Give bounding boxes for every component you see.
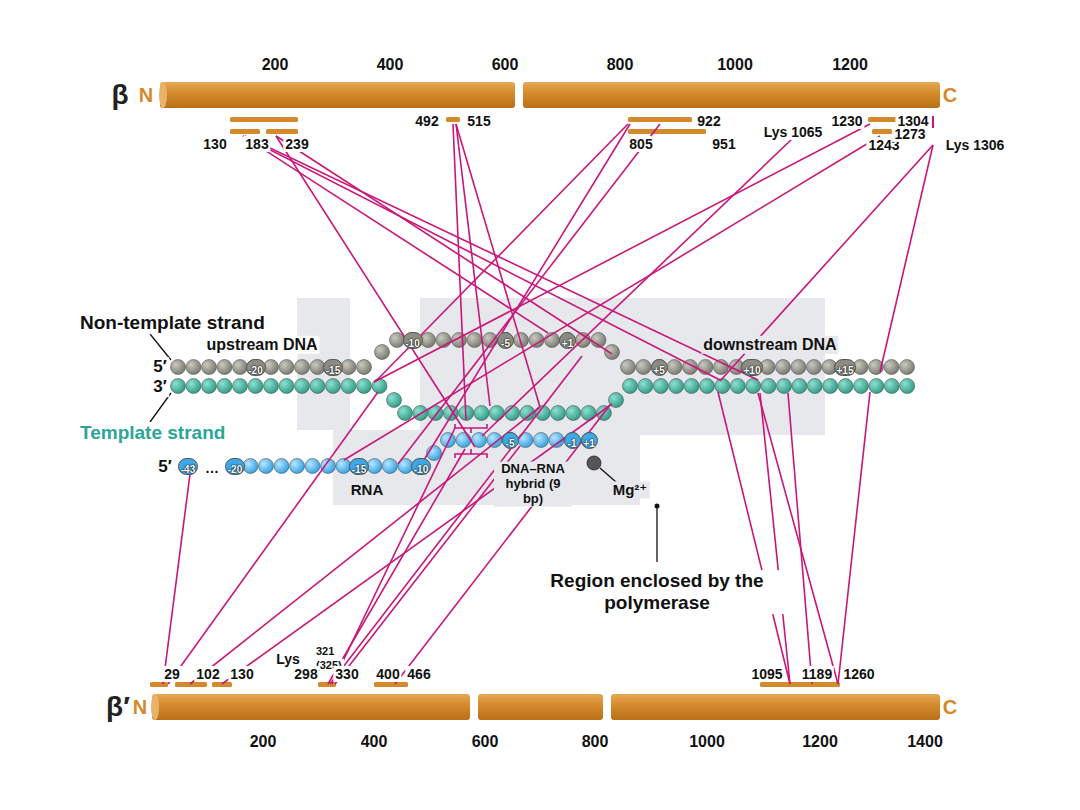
scale-number: 1200 (830, 56, 870, 74)
scale-number: 1000 (715, 56, 755, 74)
nucleotide-bead: +5 (651, 359, 668, 376)
scale-number: 800 (605, 56, 636, 74)
nucleotide-bead: -5 (502, 432, 519, 449)
position-number: +5 (653, 363, 664, 378)
nucleotide-bead: -15 (349, 458, 369, 475)
ellipsis: … (203, 460, 221, 476)
residue-number: 298 (292, 666, 319, 682)
nucleotide-bead: -10 (411, 458, 431, 475)
nucleotide-beads (171, 333, 915, 474)
strand-label: Template strand (78, 422, 227, 444)
residue-number: 1230 (829, 113, 864, 129)
scale-number: 400 (375, 56, 406, 74)
beta-prime-subunit-bar: β′N C (104, 688, 964, 724)
nucleotide-bead: -20 (246, 359, 266, 376)
position-number: -10 (405, 336, 419, 351)
residue-number: 330 (333, 666, 360, 682)
residue-number: 1273 (892, 126, 927, 142)
residue-number: 515 (465, 113, 492, 129)
residue-number: 1095 (749, 666, 784, 682)
beta-subunit-bar: βN C (108, 78, 958, 112)
position-number: -5 (501, 336, 510, 351)
residue-number: 321 (314, 645, 336, 658)
residue-number: 922 (695, 113, 722, 129)
terminus-label: N (139, 85, 153, 105)
residue-number: 29 (162, 666, 182, 682)
scale-number: 600 (490, 56, 521, 74)
nucleotide-bead: -20 (225, 458, 245, 475)
nucleotide-bead: -43 (178, 458, 198, 475)
position-number: -43 (181, 462, 195, 477)
scale-number: 400 (359, 733, 390, 751)
nucleotide-bead: +1 (559, 332, 576, 349)
residue-number: 805 (627, 136, 654, 152)
scale-number: 200 (260, 56, 291, 74)
callout-label: Region enclosed by the polymerase (530, 570, 784, 614)
scale-number: 800 (580, 733, 611, 751)
nucleotide-bead: +10 (741, 359, 763, 376)
scale-number: 1200 (800, 733, 840, 751)
hybrid-label: DNA–RNA hybrid (9 bp) (494, 462, 572, 507)
position-number: -20 (248, 363, 262, 378)
molecule-label: RNA (349, 481, 386, 498)
crosslink-lines (163, 124, 933, 684)
position-number: -5 (506, 436, 515, 451)
residue-number: 492 (413, 113, 440, 129)
scale-number: 1400 (905, 733, 945, 751)
ion-label: Mg²⁺ (611, 481, 650, 498)
strand-label: Non-template strand (78, 312, 267, 334)
position-number: +15 (837, 363, 854, 378)
nucleotide-bead: -15 (323, 359, 343, 376)
subunit-cylinder (104, 688, 964, 724)
nucleotide-bead: -1 (564, 432, 581, 449)
residue-number: 1260 (841, 666, 876, 682)
position-number: +1 (562, 336, 573, 351)
terminus-label: N (133, 697, 147, 717)
subunit-cylinder (108, 78, 958, 112)
residue-number: 183 (243, 136, 270, 152)
region-label: upstream DNA (204, 336, 319, 354)
scale-number: 200 (248, 733, 279, 751)
residue-number: 130 (201, 136, 228, 152)
subunit-name: β′ (106, 693, 130, 721)
region-label: downstream DNA (701, 336, 838, 354)
subunit-name: β (111, 81, 128, 109)
pointers (150, 334, 660, 562)
residue-number: 951 (710, 136, 737, 152)
nucleotide-bead: +1 (581, 432, 598, 449)
terminus-label: C (943, 85, 957, 105)
position-number: -1 (568, 436, 577, 451)
nucleotide-bead: +15 (834, 359, 856, 376)
position-number: -20 (228, 462, 242, 477)
end-label: 5′ (151, 357, 169, 377)
position-number: +10 (744, 363, 761, 378)
scale-number: 1000 (687, 733, 727, 751)
nucleotide-bead: -5 (497, 332, 514, 349)
residue-number: 239 (283, 136, 310, 152)
residue-number: Lys 1306 (944, 137, 1007, 153)
residue-number: 400 (374, 666, 401, 682)
terminus-label: C (943, 697, 957, 717)
residue-number: 466 (405, 666, 432, 682)
end-label: 5′ (156, 457, 174, 477)
position-number: +1 (583, 436, 594, 451)
end-label: 3′ (151, 377, 169, 397)
residue-label: Lys (274, 651, 302, 667)
residue-number: Lys 1065 (762, 124, 825, 140)
nucleotide-bead: -10 (403, 332, 423, 349)
residue-number: 130 (228, 666, 255, 682)
scale-number: 600 (470, 733, 501, 751)
position-number: -15 (352, 462, 366, 477)
position-number: -10 (414, 462, 428, 477)
residue-number: 1189 (800, 666, 834, 682)
position-number: -15 (326, 363, 340, 378)
residue-number: 102 (194, 666, 221, 682)
segment-bars (150, 116, 933, 687)
